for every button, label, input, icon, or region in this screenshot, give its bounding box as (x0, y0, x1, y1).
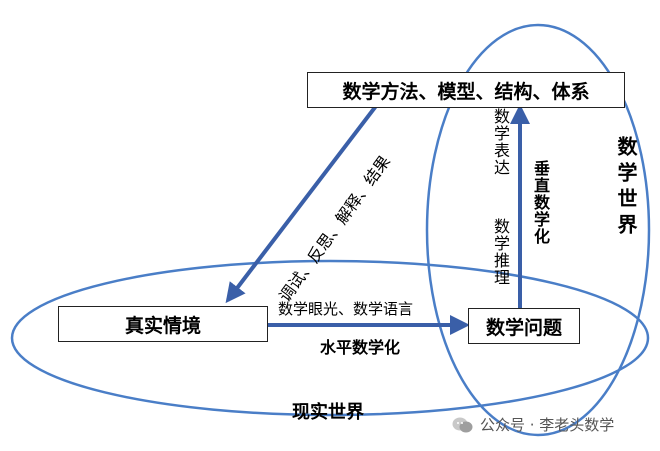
diagonal-arrow (225, 104, 378, 304)
math-world-label: 数学世界 (614, 136, 638, 240)
math-expression-label: 数学表达 (491, 108, 510, 176)
top-box: 数学方法、模型、结构、体系 (307, 72, 625, 108)
real-situation-box: 真实情境 (58, 306, 268, 342)
vertical-mathematization-label: 垂直数学化 (531, 160, 550, 245)
horizontal-mathematization-label: 水平数学化 (320, 338, 401, 357)
real-situation-label: 真实情境 (124, 314, 201, 337)
math-vision-label: 数学眼光、数学语言 (278, 300, 414, 318)
math-reasoning-label: 数学推理 (491, 218, 510, 286)
wechat-icon (452, 417, 473, 432)
math-problem-label: 数学问题 (485, 316, 562, 339)
top-box-label: 数学方法、模型、结构、体系 (342, 80, 590, 103)
real-world-label: 现实世界 (292, 402, 364, 423)
math-problem-box: 数学问题 (468, 308, 580, 344)
real-world-ellipse (10, 259, 650, 417)
watermark: 公众号 · 李老头数学 (452, 414, 614, 435)
math-world-ellipse (425, 23, 651, 437)
watermark-text: 公众号 · 李老头数学 (480, 416, 615, 434)
